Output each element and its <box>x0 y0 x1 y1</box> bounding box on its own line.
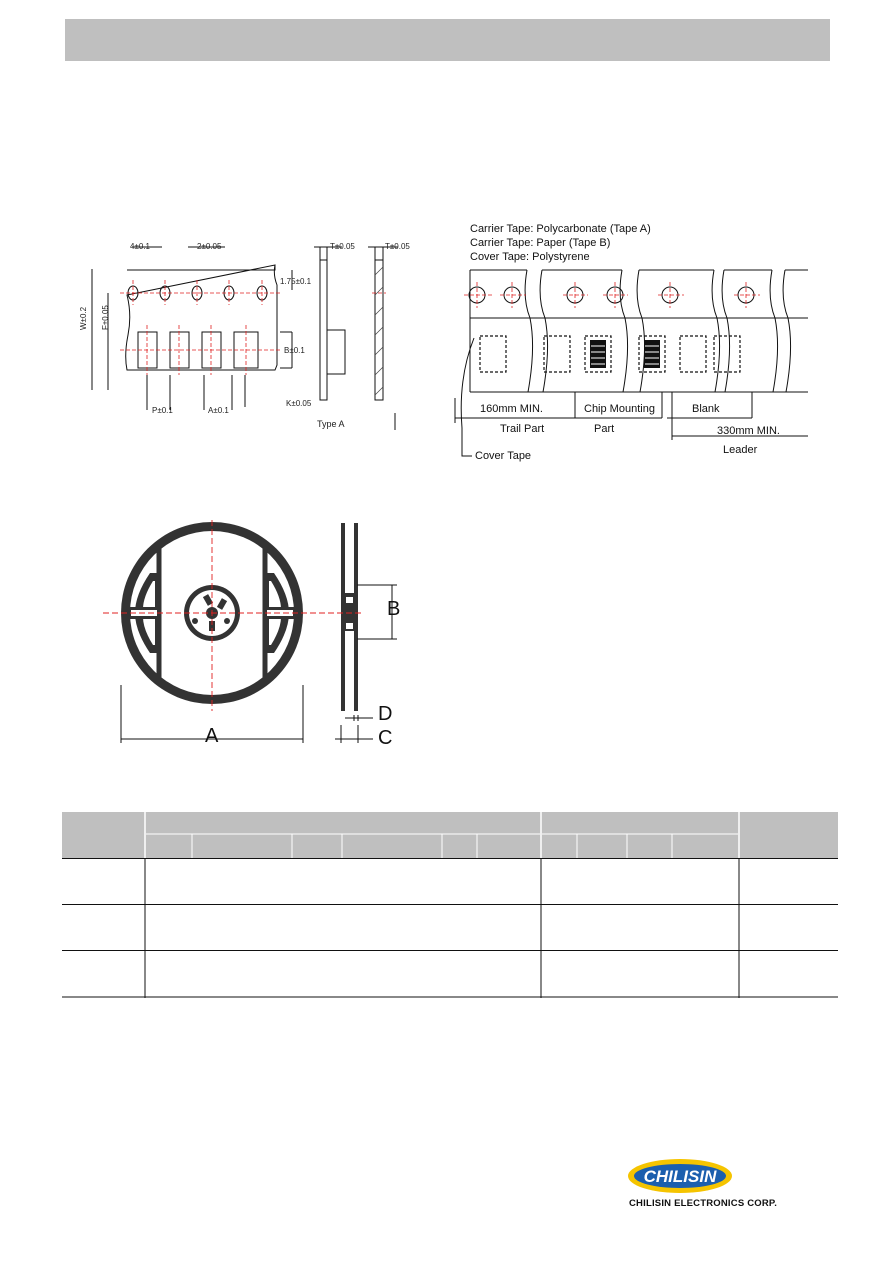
trail-part-label: Trail Part <box>500 423 545 435</box>
dim-175: 1.75±0.1 <box>280 277 312 286</box>
dim-b: B±0.1 <box>284 346 305 355</box>
material-line-1: Carrier Tape: Polycarbonate (Tape A) <box>470 223 651 235</box>
reel-dim-b: B <box>387 598 401 620</box>
dim-k: K±0.05 <box>286 399 312 408</box>
reel-dim-c: C <box>378 727 393 749</box>
dim-p: P±0.1 <box>152 406 173 415</box>
material-line-2: Carrier Tape: Paper (Tape B) <box>470 237 611 249</box>
dim-a: A±0.1 <box>208 406 229 415</box>
chip-mounting-label: Chip Mounting <box>584 403 655 415</box>
dim-t-type-b: T±0.05 <box>385 242 410 251</box>
reel-drawing <box>103 520 397 743</box>
leader-label: Leader <box>723 444 758 456</box>
chilisin-logo: CHILISIN <box>628 1159 732 1193</box>
tape-structure-drawing <box>454 269 808 457</box>
material-line-3: Cover Tape: Polystyrene <box>470 251 590 263</box>
header-bar <box>65 19 830 61</box>
dim-pitch-4: 4±0.1 <box>130 242 150 251</box>
trail-length-label: 160mm MIN. <box>480 403 543 415</box>
carrier-tape-dimension-drawing <box>91 246 398 430</box>
reel-dim-a: A <box>205 725 219 747</box>
logo-word: CHILISIN <box>644 1167 717 1186</box>
cover-tape-label: Cover Tape <box>475 450 532 462</box>
dim-w: W±0.2 <box>79 306 88 330</box>
spec-table <box>62 812 838 998</box>
company-name: CHILISIN ELECTRONICS CORP. <box>629 1198 778 1209</box>
blank-label: Blank <box>692 403 720 415</box>
dim-f: F±0.05 <box>101 305 110 330</box>
dim-t-type-a: T±0.05 <box>330 242 355 251</box>
dim-pitch-2: 2±0.05 <box>197 242 222 251</box>
leader-length-label: 330mm MIN. <box>717 425 780 437</box>
type-a-label: Type A <box>317 419 345 429</box>
part-label: Part <box>594 423 615 435</box>
reel-dim-d: D <box>378 703 393 725</box>
